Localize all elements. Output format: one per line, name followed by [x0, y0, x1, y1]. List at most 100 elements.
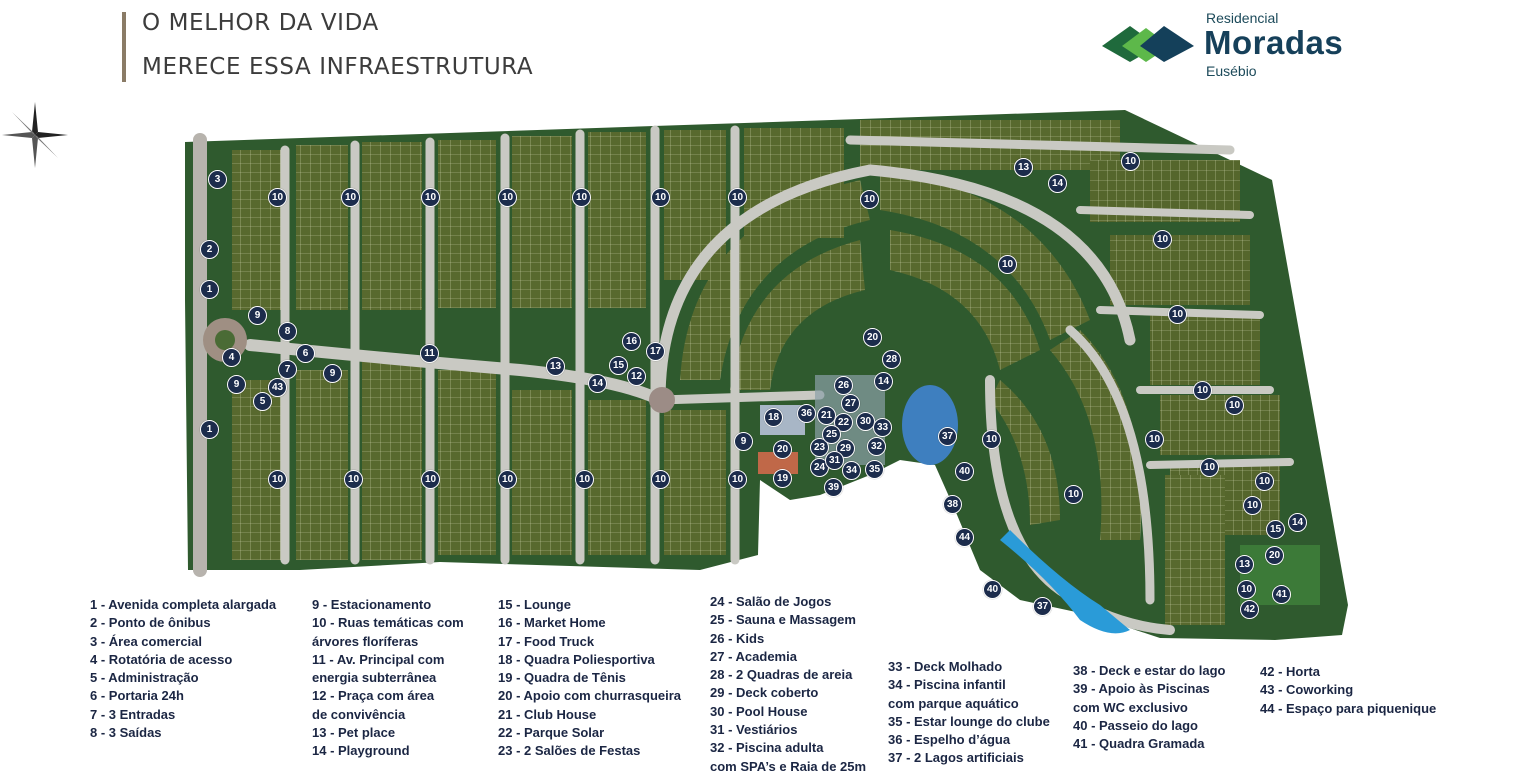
legend-item: 25 - Sauna e Massagem [710, 612, 856, 628]
legend-item: 34 - Piscina infantil [888, 677, 1006, 693]
map-marker-9: 9 [248, 306, 267, 325]
map-marker-10: 10 [421, 470, 440, 489]
legend-item: 9 - Estacionamento [312, 597, 432, 612]
map-marker-4: 4 [222, 348, 241, 367]
map-marker-20: 20 [1265, 546, 1284, 565]
legend-item: 26 - Kids [710, 630, 765, 646]
legend-item: 12 - Praça com área [312, 688, 435, 704]
legend-item: 40 - Passeio do lago [1073, 717, 1198, 733]
map-marker-10: 10 [1255, 472, 1274, 491]
legend-item: 44 - Espaço para piquenique [1260, 700, 1437, 716]
map-marker-10: 10 [344, 470, 363, 489]
logo-city: Eusébio [1206, 63, 1257, 79]
legend-item: com WC exclusivo [1073, 699, 1188, 715]
legend-column-3: 15 - Lounge 16 - Market Home 17 - Food T… [498, 596, 681, 761]
lake-lower [1000, 530, 1130, 634]
lake-upper [902, 385, 958, 465]
legend-item: 35 - Estar lounge do clube [888, 713, 1050, 729]
logo-brand-name: Moradas [1204, 24, 1344, 61]
legend-item: 24 - Salão de Jogos [710, 594, 832, 609]
legend-item: 7 - 3 Entradas [90, 706, 176, 722]
map-marker-14: 14 [588, 374, 607, 393]
legend-item: 38 - Deck e estar do lago [1073, 663, 1226, 678]
legend-item: árvores floríferas [312, 633, 419, 649]
header-accent-bar [122, 12, 126, 82]
map-marker-10: 10 [1243, 496, 1262, 515]
map-marker-15: 15 [609, 356, 628, 375]
map-marker-10: 10 [1193, 381, 1212, 400]
site-plan-map: 1123456789999431110101010101010101010101… [0, 100, 1536, 660]
legend-item: com SPA’s e Raia de 25m [710, 758, 867, 774]
map-marker-10: 10 [268, 470, 287, 489]
map-marker-14: 14 [1288, 513, 1307, 532]
map-marker-10: 10 [498, 188, 517, 207]
map-marker-5: 5 [253, 392, 272, 411]
legend-item: 6 - Portaria 24h [90, 688, 184, 704]
legend-item: 17 - Food Truck [498, 633, 595, 649]
legend-item: 19 - Quadra de Tênis [498, 670, 626, 686]
legend-item: 21 - Club House [498, 706, 597, 722]
legend-item: 16 - Market Home [498, 615, 606, 631]
map-marker-20: 20 [773, 440, 792, 459]
headline-line-2: MERECE ESSA INFRAESTRUTURA [142, 54, 534, 80]
legend-item: 42 - Horta [1260, 664, 1320, 679]
map-marker-10: 10 [651, 188, 670, 207]
legend-item: 5 - Administração [90, 670, 199, 686]
map-marker-12: 12 [627, 367, 646, 386]
map-marker-37: 37 [1033, 597, 1052, 616]
map-marker-10: 10 [421, 188, 440, 207]
map-marker-10: 10 [1153, 230, 1172, 249]
map-marker-41: 41 [1272, 585, 1291, 604]
legend-item: 22 - Parque Solar [498, 725, 605, 741]
map-marker-23: 23 [810, 438, 829, 457]
map-marker-31: 31 [825, 451, 844, 470]
map-marker-27: 27 [841, 394, 860, 413]
logo-mountains-icon [1102, 26, 1194, 62]
map-marker-20: 20 [863, 328, 882, 347]
legend-item: 8 - 3 Saídas [90, 725, 162, 741]
map-marker-15: 15 [1266, 520, 1285, 539]
legend-item: 13 - Pet place [312, 725, 396, 741]
legend-item: 33 - Deck Molhado [888, 659, 1003, 674]
legend-column-5: 33 - Deck Molhado 34 - Piscina infantil … [888, 658, 1050, 768]
map-marker-14: 14 [874, 372, 893, 391]
legend-item: 1 - Avenida completa alargada [90, 597, 277, 612]
map-marker-10: 10 [728, 188, 747, 207]
map-marker-19: 19 [773, 469, 792, 488]
map-marker-34: 34 [842, 461, 861, 480]
map-marker-11: 11 [420, 344, 439, 363]
legend-item: 11 - Av. Principal com [312, 651, 445, 667]
map-marker-10: 10 [1064, 485, 1083, 504]
map-marker-10: 10 [268, 188, 287, 207]
map-marker-13: 13 [1014, 158, 1033, 177]
map-marker-39: 39 [824, 478, 843, 497]
map-marker-10: 10 [728, 470, 747, 489]
map-marker-2: 2 [200, 240, 219, 259]
legend-column-6: 38 - Deck e estar do lago 39 - Apoio às … [1073, 662, 1225, 753]
legend-item: 37 - 2 Lagos artificiais [888, 750, 1024, 766]
logo-residencial: Residencial [1206, 10, 1279, 26]
brand-logo: Residencial Moradas Eusébio [1100, 6, 1360, 80]
legend-item: 2 - Ponto de ônibus [90, 615, 211, 631]
map-marker-8: 8 [278, 322, 297, 341]
map-marker-37: 37 [938, 427, 957, 446]
legend-item: 36 - Espelho d’água [888, 732, 1011, 748]
map-marker-38: 38 [943, 495, 962, 514]
map-marker-40: 40 [983, 580, 1002, 599]
map-marker-42: 42 [1240, 600, 1259, 619]
legend-item: energia subterrânea [312, 670, 437, 686]
map-marker-1: 1 [200, 420, 219, 439]
map-marker-18: 18 [764, 408, 783, 427]
legend-item: 20 - Apoio com churrasqueira [498, 688, 682, 704]
map-marker-43: 43 [268, 378, 287, 397]
map-marker-10: 10 [1225, 396, 1244, 415]
map-marker-10: 10 [498, 470, 517, 489]
lot-blocks [232, 120, 1280, 625]
legend-item: 41 - Quadra Gramada [1073, 736, 1205, 752]
tennis-court [758, 452, 798, 474]
map-marker-9: 9 [323, 364, 342, 383]
map-marker-16: 16 [622, 332, 641, 351]
legend-item: 43 - Coworking [1260, 682, 1354, 698]
map-marker-13: 13 [546, 357, 565, 376]
map-marker-14: 14 [1048, 174, 1067, 193]
